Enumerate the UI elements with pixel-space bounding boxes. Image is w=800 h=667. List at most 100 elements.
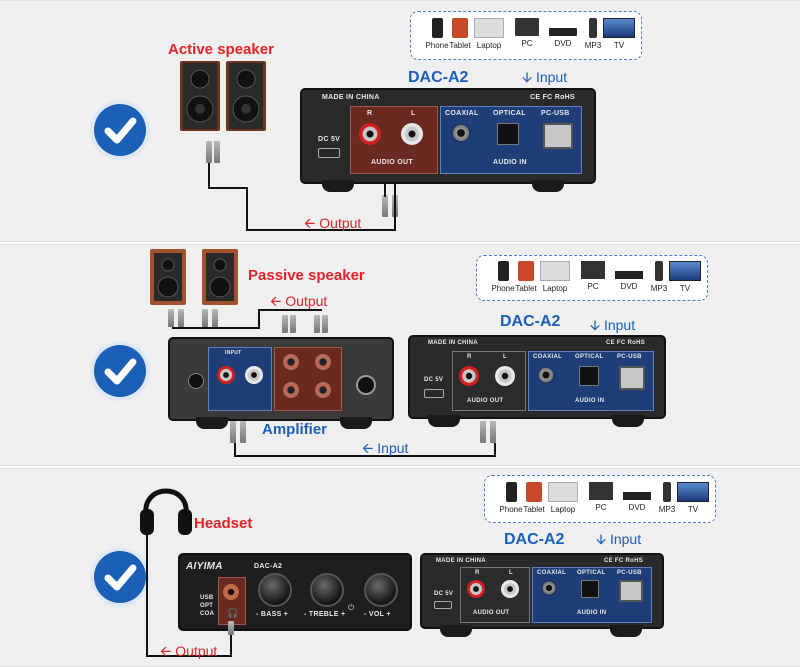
usb-port: [619, 366, 645, 390]
pc-icon: [589, 482, 613, 500]
terminal: [315, 354, 331, 370]
pcusb-label: PC-USB: [617, 354, 642, 360]
phone-icon: [505, 482, 517, 502]
audio-out-area: R L AUDIO OUT: [452, 351, 526, 411]
source-tablet: Tablet: [440, 18, 480, 50]
audio-in-label: AUDIO IN: [577, 610, 607, 616]
audio-in-area: COAXIAL OPTICAL PC-USB AUDIO IN: [440, 106, 582, 174]
source-laptop: Laptop: [543, 482, 583, 514]
down-arrow-icon: 🡫: [596, 531, 607, 547]
source-pc: PC: [581, 482, 621, 512]
dac-foot-right: [610, 625, 642, 637]
audio-cable: [246, 187, 248, 231]
dvd-icon: [623, 492, 651, 500]
source-pc: PC: [573, 261, 613, 291]
tablet-icon: [526, 482, 542, 502]
dvd-icon: [615, 271, 643, 279]
rca-plug: [206, 141, 212, 163]
speaker-plug: [322, 315, 328, 333]
bass-label: - BASS +: [256, 611, 289, 618]
dc-label: DC 5V: [424, 377, 444, 383]
rca-plug: [490, 421, 496, 443]
source-pc: PC: [507, 18, 547, 48]
pc-icon: [515, 18, 539, 36]
amp-rca-l: [245, 366, 263, 384]
speaker-cable: [258, 309, 260, 329]
rca-l-jack: [501, 580, 519, 598]
front-model: DAC-A2: [254, 563, 283, 570]
audio-cable: [234, 443, 236, 457]
source-devices-box: Phone Tablet Laptop PC DVD MP3 TV: [484, 475, 716, 523]
r-label: R: [367, 110, 373, 117]
audio-in-area: COAXIAL OPTICAL PC-USB AUDIO IN: [532, 567, 652, 623]
input-select-coa: COA: [200, 611, 215, 617]
tv-icon: [603, 18, 635, 38]
audio-in-label: AUDIO IN: [493, 159, 527, 166]
rca-plug: [480, 421, 486, 443]
optical-port: [581, 580, 599, 598]
rca-l-jack: [495, 366, 515, 386]
speaker-plug: [168, 309, 174, 327]
usb-port: [619, 580, 643, 602]
source-tablet: Tablet: [506, 261, 546, 293]
coaxial-jack: [541, 580, 557, 596]
speaker-cable: [258, 309, 322, 311]
section-passive-speaker: Passive speaker 🡨 Output INPUT Amplifier…: [0, 244, 800, 466]
optical-port: [497, 123, 519, 145]
r-label: R: [467, 354, 472, 360]
terminal: [315, 382, 331, 398]
source-devices-box: Phone Tablet Laptop PC DVD MP3 TV: [476, 255, 708, 301]
bass-knob[interactable]: [258, 573, 292, 607]
tablet-icon: [518, 261, 534, 281]
checkmark-icon: [94, 104, 146, 156]
speaker-plug: [212, 309, 218, 327]
volume-knob[interactable]: [364, 573, 398, 607]
model-label: DAC-A2: [504, 531, 565, 548]
speaker-plug: [290, 315, 296, 333]
dvd-icon: [549, 28, 577, 36]
power-port: [188, 373, 204, 389]
down-arrow-icon: 🡫: [590, 317, 601, 333]
amp-foot-right: [340, 417, 372, 429]
input-select-opt: OPT: [200, 603, 214, 609]
dac-back-panel: MADE IN CHINA CE FC RoHS DC 5V R L AUDIO…: [420, 553, 664, 629]
made-in-label: MADE IN CHINA: [436, 558, 486, 564]
terminal: [283, 354, 299, 370]
rca-r-jack: [467, 580, 485, 598]
section-headset: Headset Phone Tablet Laptop PC DVD MP3 T…: [0, 468, 800, 667]
source-dvd: DVD: [609, 261, 649, 291]
checkmark-icon: [94, 551, 146, 603]
usb-port: [543, 123, 573, 149]
audio-out-label: AUDIO OUT: [467, 398, 504, 404]
dac-foot-left: [428, 415, 460, 427]
coaxial-label: COAXIAL: [537, 570, 567, 576]
rca-plug: [382, 195, 388, 217]
dac-foot-right: [532, 180, 564, 192]
pcusb-label: PC-USB: [617, 570, 642, 576]
source-phone: Phone: [417, 18, 457, 50]
source-mp3: MP3: [647, 482, 687, 514]
tablet-icon: [452, 18, 468, 38]
headphone-cable: [230, 627, 232, 657]
amp-rca-r: [217, 366, 235, 384]
mp3-icon: [589, 18, 597, 38]
speaker-plug: [314, 315, 320, 333]
dc-label: DC 5V: [318, 136, 341, 143]
source-phone: Phone: [483, 261, 523, 293]
left-arrow-icon: 🡨: [270, 293, 282, 309]
source-dvd: DVD: [617, 482, 657, 512]
rca-r-jack: [459, 366, 479, 386]
optical-label: OPTICAL: [493, 110, 526, 117]
dc-port: [424, 389, 444, 398]
left-arrow-icon: 🡨: [362, 440, 374, 456]
amp-front-panel: AIYIMA DAC-A2 USB OPT COA 🎧 ⏻ - BASS + -…: [178, 553, 412, 631]
audio-out-area: R L AUDIO OUT: [350, 106, 438, 174]
left-arrow-icon: 🡨: [304, 215, 316, 231]
audio-cable: [208, 187, 248, 189]
treble-knob[interactable]: [310, 573, 344, 607]
amp-input-label: INPUT: [225, 350, 242, 356]
audio-cable: [394, 183, 396, 231]
dc-port: [434, 601, 452, 609]
phone-icon: [497, 261, 509, 281]
rca-r-jack: [359, 123, 381, 145]
